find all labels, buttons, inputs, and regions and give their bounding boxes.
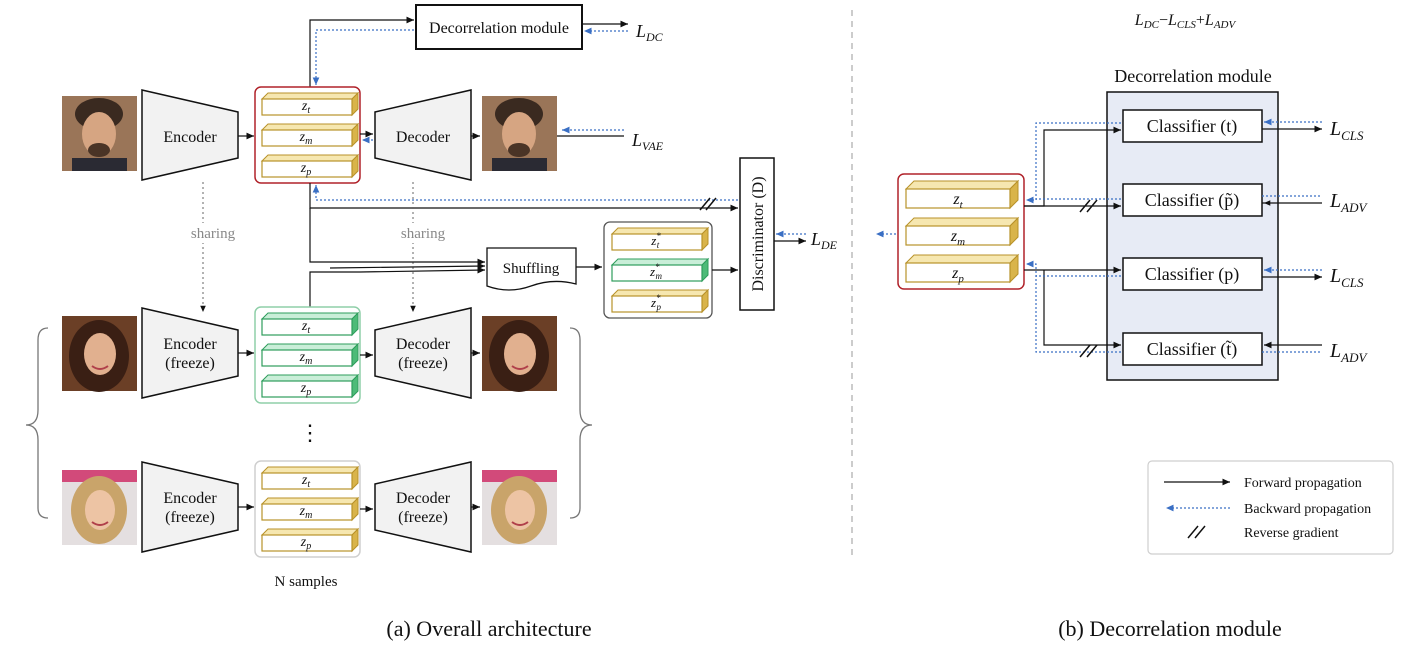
legend-forward: Forward propagation <box>1244 476 1362 491</box>
decoder-block <box>374 89 472 181</box>
encoder-block <box>141 89 239 181</box>
shuffling-block <box>486 247 577 291</box>
svg-text:Classifier (t̃): Classifier (t̃) <box>1147 339 1237 360</box>
module-title: Decorrelation module <box>1114 66 1271 86</box>
sample-face-image-1 <box>61 315 138 393</box>
svg-text:zt: zt <box>301 473 310 490</box>
latent-zp: zp <box>300 161 311 178</box>
n-samples-label: N samples <box>275 574 338 590</box>
caption-b: (b) Decorrelation module <box>1058 616 1282 641</box>
discriminator-label: Discriminator (D) <box>750 176 767 291</box>
shuffled-latent-zm: z*m <box>649 262 663 281</box>
latent-zt: zt <box>301 99 310 116</box>
shuffling-label: Shuffling <box>503 261 560 277</box>
svg-text:(freeze): (freeze) <box>398 355 448 372</box>
svg-text:zt: zt <box>301 319 310 336</box>
classifier-p: Classifier (p) <box>1122 257 1263 291</box>
svg-text:(freeze): (freeze) <box>165 509 215 526</box>
legend-reverse: Reverse gradient <box>1244 526 1339 541</box>
svg-text:zp: zp <box>300 535 311 552</box>
left-brace <box>25 327 49 519</box>
svg-text:Classifier (t): Classifier (t) <box>1147 116 1237 137</box>
loss-cls-2: LCLS <box>1329 265 1364 290</box>
shuffled-latent-zp: z*p <box>650 293 662 312</box>
shuffled-latent-zt: z*t <box>650 231 661 250</box>
svg-text:zt: zt <box>952 191 963 211</box>
decoder-freeze-block-n <box>374 461 472 553</box>
svg-text:Classifier (p): Classifier (p) <box>1145 264 1239 285</box>
caption-a: (a) Overall architecture <box>386 616 591 641</box>
svg-text:zm: zm <box>950 228 965 248</box>
loss-adv-2: LADV <box>1329 340 1368 365</box>
encoder-freeze-block-1 <box>141 307 239 399</box>
svg-text:(freeze): (freeze) <box>165 355 215 372</box>
loss-cls-1: LCLS <box>1329 118 1364 143</box>
encoder-freeze-label-n: Encoder <box>163 490 217 507</box>
svg-text:zm: zm <box>299 350 313 367</box>
decorrelation-module-box <box>415 4 583 50</box>
classifier-t: Classifier (t) <box>1122 109 1263 143</box>
sharing-label-encoder: sharing <box>191 226 236 242</box>
classifier-t-tilde: Classifier (t̃) <box>1122 332 1263 366</box>
loss-vae-label: LVAE <box>631 130 664 153</box>
sample-recon-image-n <box>481 469 558 546</box>
vertical-ellipsis: ⋮ <box>299 420 321 445</box>
encoder-freeze-block-n <box>141 461 239 553</box>
svg-text:Classifier (p̃): Classifier (p̃) <box>1145 190 1239 211</box>
latent-zm: zm <box>299 130 313 147</box>
sharing-label-decoder: sharing <box>401 226 446 242</box>
decoder-freeze-label-1: Decoder <box>396 336 451 353</box>
decoder-freeze-label-n: Decoder <box>396 490 451 507</box>
discriminator-block <box>739 157 775 311</box>
loss-dc-label: LDC <box>635 21 664 44</box>
reconstructed-face-image <box>482 96 557 171</box>
sample-face-image-n <box>61 469 138 546</box>
classifier-p-tilde: Classifier (p̃) <box>1122 183 1263 217</box>
decorrelation-module-label: Decorrelation module <box>429 20 569 37</box>
encoder-label: Encoder <box>163 129 217 146</box>
right-brace <box>569 327 593 519</box>
svg-text:(freeze): (freeze) <box>398 509 448 526</box>
legend-backward: Backward propagation <box>1244 502 1371 517</box>
svg-text:zp: zp <box>300 381 311 398</box>
loss-formula: LDC−LCLS+LADV <box>1134 12 1237 31</box>
svg-text:zp: zp <box>951 265 964 285</box>
legend-box <box>1147 460 1394 555</box>
decoder-label: Decoder <box>396 129 451 146</box>
loss-adv-1: LADV <box>1329 190 1368 215</box>
loss-de-label: LDE <box>810 229 838 252</box>
sample-recon-image-1 <box>481 315 558 393</box>
decoder-freeze-block-1 <box>374 307 472 399</box>
svg-text:zm: zm <box>299 504 313 521</box>
input-face-image <box>62 96 137 171</box>
encoder-freeze-label-1: Encoder <box>163 336 217 353</box>
